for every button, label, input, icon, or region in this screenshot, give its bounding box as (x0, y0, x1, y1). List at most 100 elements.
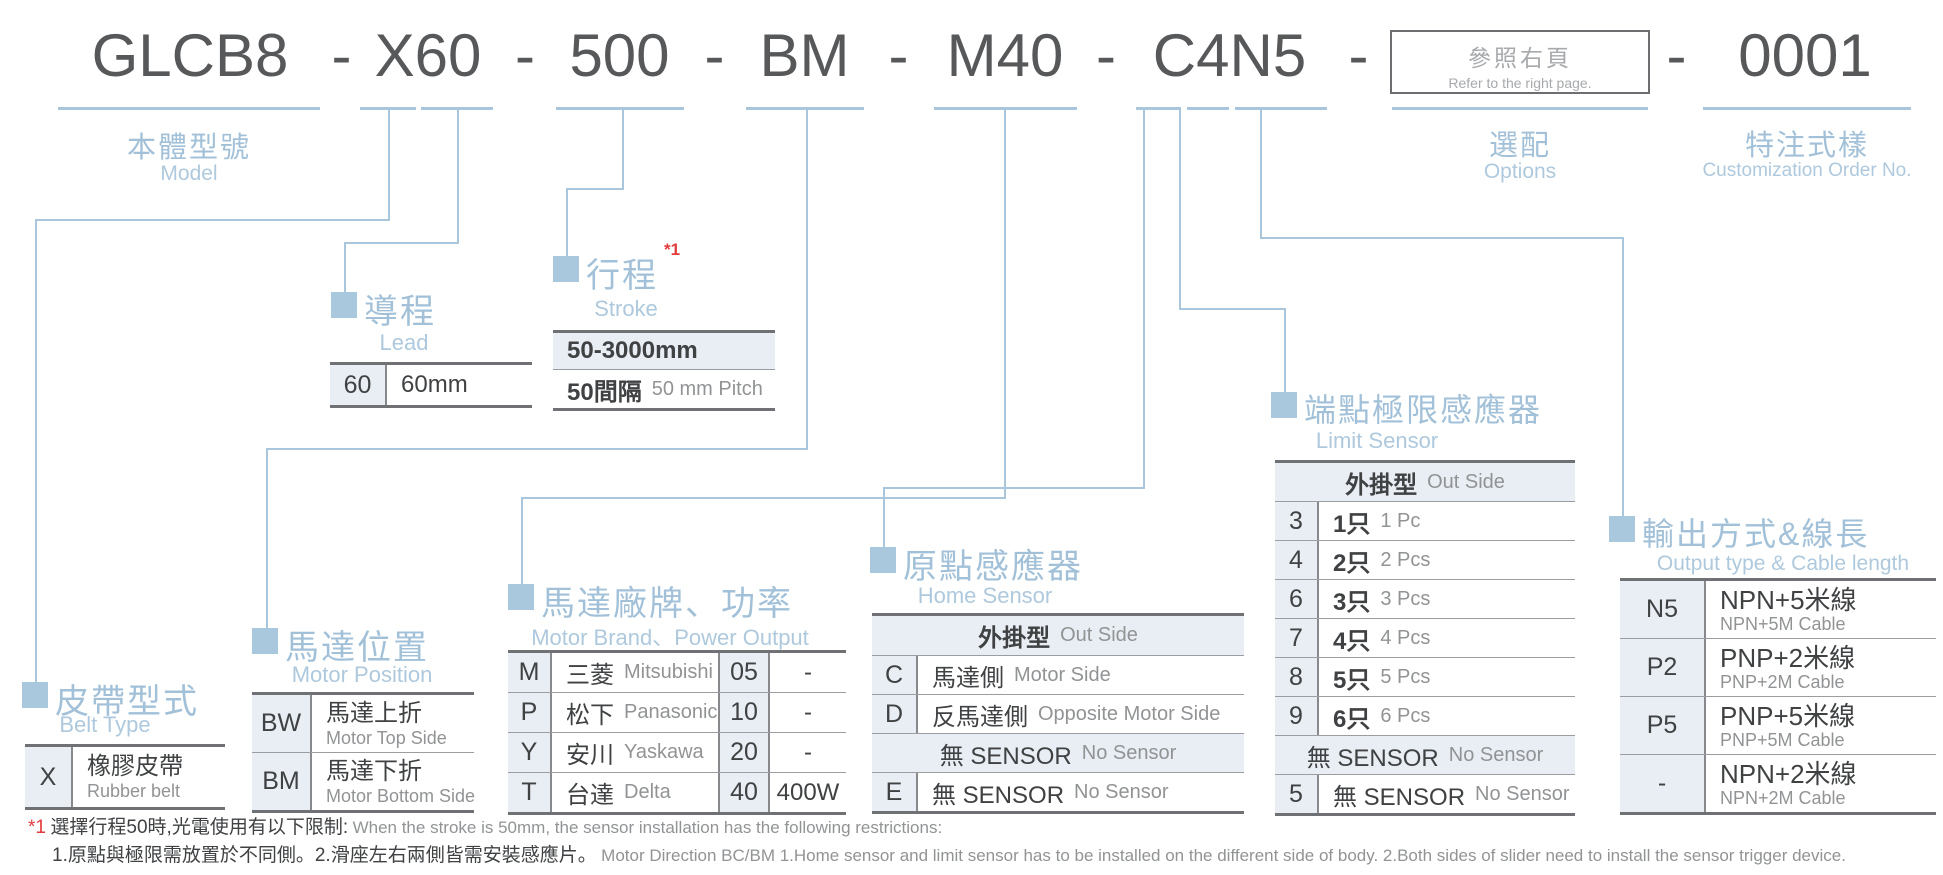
table-row: 4 2只 2 Pcs (1275, 541, 1575, 580)
label-output-zh: 輸出方式&線長 (1642, 516, 1870, 552)
model-segment-motor-brand: M40 (946, 22, 1064, 89)
dash-icon: - (1666, 22, 1687, 89)
table-row: 50-3000mm (553, 333, 775, 370)
limit-zh: 無 SENSOR (1333, 783, 1466, 811)
model-segment-serial: 0001 (1738, 22, 1872, 89)
connector-line (35, 219, 37, 684)
bullet-square-icon (870, 547, 896, 573)
limit-sensor-header: 外掛型 Out Side (1275, 463, 1575, 501)
limit-en: 3 Pcs (1380, 587, 1431, 610)
tick-motor-position (746, 107, 864, 110)
lead-desc-cell: 60mm (387, 365, 468, 405)
output-zh: PNP+2米線 (1720, 642, 1856, 673)
output-en: NPN+2M Cable (1720, 787, 1846, 808)
footnote-2-zh: 1.原點與極限需放置於不同側。2.滑座左右兩側皆需安裝感應片。 (52, 845, 597, 866)
label-stroke-en: Stroke (594, 296, 658, 321)
model-segment-stroke: 500 (569, 22, 670, 89)
label-model-zh: 本體型號 (126, 132, 251, 164)
table-row: 9 6只 6 Pcs (1275, 697, 1575, 736)
connector-line (1284, 308, 1286, 394)
belt-desc-zh: 橡膠皮帶 (87, 753, 183, 780)
table-row: Y 安川 Yaskawa 20 - (508, 733, 846, 773)
label-motor-brand-en: Motor Brand、Power Output (531, 625, 809, 650)
table-row: C 馬達側 Motor Side (872, 656, 1244, 695)
footnote-1-zh: 選擇行程50時,光電使用有以下限制: (50, 817, 349, 838)
brand-name-cell: 安川 Yaskawa (552, 733, 720, 772)
power-code-cell: 10 (720, 693, 770, 732)
home-sensor-desc-cell: 無 SENSOR No Sensor (918, 773, 1169, 811)
home-sensor-en: Opposite Motor Side (1038, 702, 1221, 725)
belt-code-cell: X (25, 747, 73, 807)
table-header-row: 外掛型 Out Side (1275, 463, 1575, 502)
brand-code-cell: Y (508, 733, 552, 772)
footnote-ref: *1 (28, 817, 46, 838)
limit-code-cell: 5 (1275, 775, 1319, 813)
home-sensor-no-sensor-band: 無 SENSOR No Sensor (872, 734, 1244, 772)
motor-position-zh: 馬達下折 (326, 757, 422, 785)
power-value-cell: 400W (770, 773, 846, 812)
footnote-line-1: *1 選擇行程50時,光電使用有以下限制: When the stroke is… (28, 812, 942, 839)
limit-en: 4 Pcs (1380, 626, 1431, 649)
tick-output (1235, 107, 1327, 110)
underline-options (1392, 107, 1648, 110)
connector-line (1143, 109, 1145, 487)
label-limit-sensor-en: Limit Sensor (1315, 428, 1439, 453)
limit-code-cell: 9 (1275, 697, 1319, 735)
bullet-square-icon (1271, 392, 1297, 418)
motor-position-desc-cell: 馬達上折 Motor Top Side (312, 695, 447, 752)
connector-line (266, 448, 268, 630)
home-sensor-zh: 無 SENSOR (932, 781, 1065, 809)
brand-name-cell: 松下 Panasonic (552, 693, 720, 732)
label-motor-position-zh: 馬達位置 (285, 629, 429, 667)
home-sensor-en: No Sensor (1074, 780, 1169, 803)
output-code-cell: - (1620, 755, 1706, 812)
table-row: - NPN+2米線 NPN+2M Cable (1620, 755, 1936, 812)
power-code-cell: 05 (720, 653, 770, 692)
brand-name-cell: 台達 Delta (552, 773, 720, 812)
output-zh: NPN+5米線 (1720, 584, 1857, 615)
limit-code-cell: 4 (1275, 541, 1319, 579)
table-row: M 三菱 Mitsubishi 05 - (508, 653, 846, 693)
limit-desc-cell: 6只 6 Pcs (1319, 697, 1430, 735)
tick-home-sensor (1136, 107, 1181, 110)
limit-zh: 5只 (1333, 666, 1371, 694)
table-row: 5 無 SENSOR No Sensor (1275, 775, 1575, 813)
table-row: T 台達 Delta 40 400W (508, 773, 846, 812)
output-code-cell: P2 (1620, 639, 1706, 696)
home-sensor-desc-cell: 馬達側 Motor Side (918, 656, 1111, 694)
power-value: - (804, 698, 812, 726)
home-sensor-table: 外掛型 Out Side C 馬達側 Motor Side D 反馬達側 Opp… (872, 613, 1244, 814)
label-options-zh: 選配 (1488, 130, 1551, 162)
output-desc-cell: NPN+5米線 NPN+5M Cable (1706, 581, 1857, 638)
tick-lead (421, 107, 493, 110)
label-lead-en: Lead (379, 330, 429, 355)
connector-line (344, 242, 346, 294)
bullet-square-icon (22, 682, 48, 708)
brand-zh: 台達 (566, 782, 614, 809)
table-row: P5 PNP+5米線 PNP+5M Cable (1620, 697, 1936, 755)
limit-desc-cell: 3只 3 Pcs (1319, 580, 1430, 618)
motor-position-desc-cell: 馬達下折 Motor Bottom Side (312, 753, 475, 810)
connector-line (883, 487, 885, 549)
home-sensor-code-cell: D (872, 695, 918, 733)
belt-desc-en: Rubber belt (87, 781, 181, 801)
brand-code-cell: T (508, 773, 552, 812)
header-zh: 外掛型 (978, 625, 1051, 652)
tick-stroke (556, 107, 684, 110)
motor-position-zh: 馬達上折 (326, 699, 422, 727)
connector-line (806, 109, 808, 448)
underline-model (58, 107, 320, 110)
brand-en: Yaskawa (624, 741, 704, 763)
limit-desc-cell: 1只 1 Pc (1319, 502, 1420, 540)
connector-line (35, 219, 390, 221)
table-row: BM 馬達下折 Motor Bottom Side (252, 753, 475, 810)
limit-zh: 4只 (1333, 627, 1371, 655)
brand-code-cell: P (508, 693, 552, 732)
output-code-cell: P5 (1620, 697, 1706, 754)
connector-line (883, 487, 1145, 489)
label-belt-zh: 皮帶型式 (55, 683, 199, 721)
dash-icon: - (1096, 22, 1116, 89)
limit-en: 1 Pc (1380, 509, 1421, 532)
connector-line (566, 188, 624, 190)
bullet-square-icon (508, 584, 534, 610)
